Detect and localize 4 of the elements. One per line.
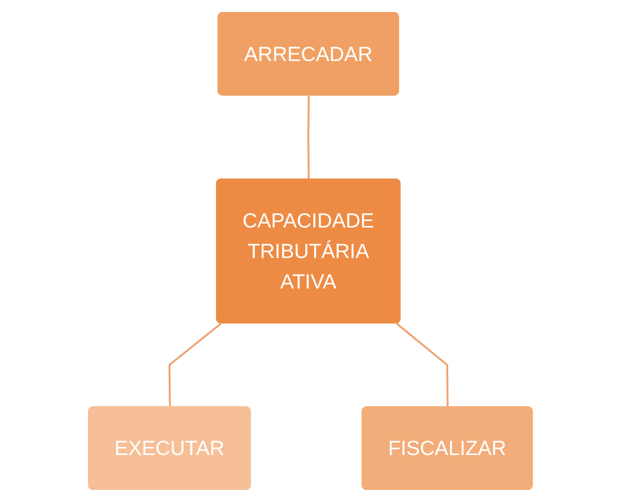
- connector: [168, 322, 222, 408]
- connector: [396, 322, 449, 408]
- diagram: ARRECADAR CAPACIDADE TRIBUTÁRIA ATIVA EXECUTAR FISCALIZAR: [81, 5, 540, 497]
- connector: [307, 96, 310, 180]
